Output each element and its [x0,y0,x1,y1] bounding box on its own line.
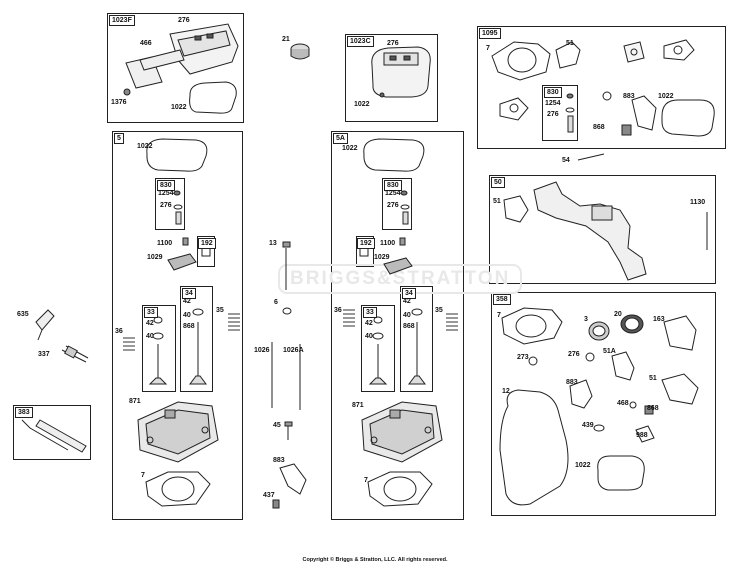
group-tag-383: 383 [15,407,33,418]
part-label: 1022 [171,104,187,111]
bolt-54 [577,153,605,161]
part-label: 276 [387,40,399,47]
part-label: 868 [403,323,415,330]
part-label: 1130 [690,199,706,206]
part-label: 883 [273,457,285,464]
group-tag-1023c: 1023C [347,36,374,47]
part-label: 868 [593,124,605,131]
part-label: 21 [282,36,290,43]
part-label: 871 [129,398,141,405]
group-tag-830c: 830 [544,87,562,98]
group-tag-5: 5 [114,133,124,144]
part-label: 51 [566,40,574,47]
part-label: 42 [365,320,373,327]
part-label: 42 [183,298,191,305]
part-label: 466 [140,40,152,47]
part-label: 276 [568,351,580,358]
part-label: 20 [614,311,622,318]
part-label: 337 [38,351,50,358]
part-label: 1254 [385,190,401,197]
part-21-plug [290,43,310,60]
part-label: 7 [497,312,501,319]
part-label: 871 [352,402,364,409]
group-box-50 [489,175,716,284]
part-label: 42 [403,298,411,305]
part-label: 35 [435,307,443,314]
part-label: 7 [141,472,145,479]
part-label: 35 [216,307,224,314]
part-label: 13 [269,240,277,247]
group-box-33a [142,305,176,392]
part-label: 276 [160,202,172,209]
part-label: 1376 [111,99,127,106]
part-label: 883 [566,379,578,386]
group-tag-34a: 34 [182,288,196,299]
part-label: 42 [146,320,154,327]
group-tag-34b: 34 [402,288,416,299]
part-label: 51 [649,375,657,382]
part-label: 1100 [157,240,173,247]
part-label: 635 [17,311,29,318]
part-label: 54 [562,157,570,164]
part-label: 7 [364,477,368,484]
part-label: 163 [653,316,665,323]
part-label: 276 [547,111,559,118]
copyright-notice: Copyright © Briggs & Stratton, LLC. All … [302,557,448,563]
part-label: 276 [178,17,190,24]
group-tag-50: 50 [491,177,505,188]
group-tag-192b: 192 [357,238,375,249]
part-label: 868 [183,323,195,330]
part-label: 40 [183,312,191,319]
part-label: 1022 [342,145,358,152]
group-tag-1023f: 1023F [109,15,135,26]
part-label: 36 [115,328,123,335]
part-label: 45 [273,422,281,429]
part-label: 1022 [658,93,674,100]
group-box-34a [180,286,213,392]
group-tag-830b: 830 [384,180,402,191]
part-label: 1254 [545,100,561,107]
part-label: 1029 [147,254,163,261]
part-label: 1026A [283,347,304,354]
group-box-33b [361,305,395,392]
part-label: 883 [623,93,635,100]
group-tag-33a: 33 [144,307,158,318]
part-label: 3 [584,316,588,323]
group-tag-1095: 1095 [479,28,501,39]
part-label: 12 [502,388,510,395]
part-label: 36 [334,307,342,314]
part-label: 1254 [158,190,174,197]
part-label: 437 [263,492,275,499]
part-label: 51 [493,198,501,205]
part-label: 276 [387,202,399,209]
part-label: 868 [647,405,659,412]
group-tag-830a: 830 [157,180,175,191]
part-label: 1022 [575,462,591,469]
part-label: 40 [403,312,411,319]
part-label: 273 [517,354,529,361]
part-label: 1022 [354,101,370,108]
part-label: 468 [617,400,629,407]
part-label: 40 [146,333,154,340]
group-tag-33b: 33 [363,307,377,318]
part-label: 988 [636,432,648,439]
part-label: 7 [486,45,490,52]
group-tag-192a: 192 [198,238,216,249]
watermark: BRIGGS&STRATTON [278,264,523,294]
group-tag-5a: 5A [333,133,348,144]
part-label: 1100 [380,240,396,247]
part-label: 1022 [137,143,153,150]
part-label: 6 [274,299,278,306]
part-label: 1029 [374,254,390,261]
group-tag-358: 358 [493,294,511,305]
part-label: 439 [582,422,594,429]
group-box-358 [491,292,716,516]
part-label: 1026 [254,347,270,354]
part-label: 51A [603,348,616,355]
part-label: 40 [365,333,373,340]
